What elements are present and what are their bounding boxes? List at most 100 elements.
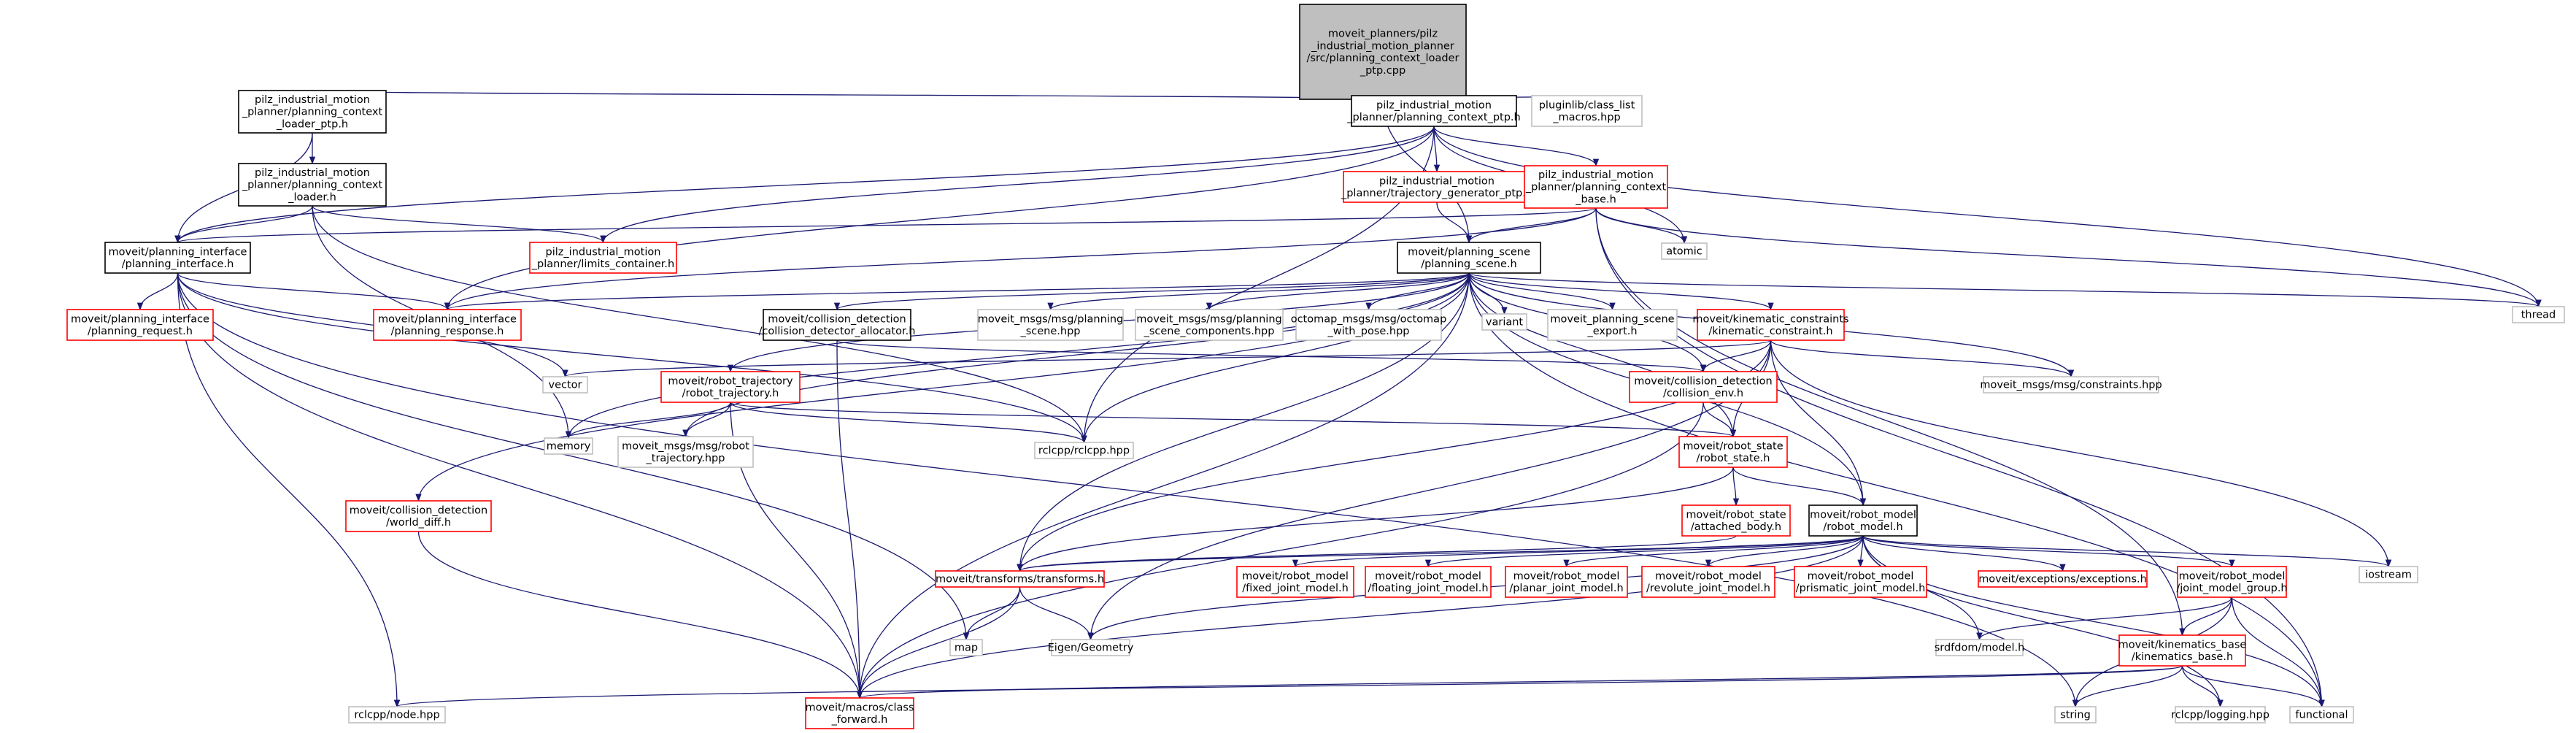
graph-node-planning-interface[interactable]: moveit/planning_interface/planning_inter… [104,242,251,274]
node-label-line: moveit/robot_model [1655,570,1762,582]
graph-node-planar-joint[interactable]: moveit/robot_model/planar_joint_model.h [1505,566,1628,598]
graph-node-vector[interactable]: vector [542,376,588,394]
node-box [1983,376,2159,394]
node-label-line: moveit/planning_interface [71,313,209,325]
edge-kinematic_constraint-to-msg_constraints [1770,339,2075,378]
edge-ctx_base_h-to-thread [1595,207,2542,308]
graph-node-thread[interactable]: thread [2512,306,2565,323]
graph-node-joint-model-group[interactable]: moveit/robot_model/joint_model_group.h [2176,566,2288,598]
node-label-line: memory [547,441,591,453]
node-label-line: /joint_model_group.h [2176,583,2287,594]
node-label-line: srdfdom/model.h [1935,642,2025,654]
node-label-line: /revolute_joint_model.h [1646,583,1770,594]
graph-node-world-diff[interactable]: moveit/collision_detection/world_diff.h [345,500,492,532]
node-label-line: moveit/transforms/transforms.h [936,574,1104,586]
node-label-line: /robot_state.h [1697,453,1770,464]
graph-node-robot-trajectory[interactable]: moveit/robot_trajectory/robot_trajectory… [660,371,801,403]
edge-robot_model-to-fixed_joint [1292,535,1864,568]
graph-node-robot-state[interactable]: moveit/robot_state/robot_state.h [1678,436,1788,468]
node-box [1641,566,1775,598]
edge-transforms-to-map [963,586,1021,641]
graph-node-class-list-macros[interactable]: pluginlib/class_list_macros.hpp [1531,95,1643,127]
node-box [1351,95,1517,127]
edge-planning_scene-to-functional [1468,272,2325,708]
graph-node-collision-env[interactable]: moveit/collision_detection/collision_env… [1629,371,1778,403]
graph-node-memory[interactable]: memory [544,437,593,455]
node-label-line: _planner/trajectory_generator_ptp.h [1341,188,1532,199]
graph-node-eigen-geometry[interactable]: Eigen/Geometry [1048,639,1134,656]
graph-node-revolute-joint[interactable]: moveit/robot_model/revolute_joint_model.… [1641,566,1775,598]
graph-node-collision-detector-allocator[interactable]: moveit/collision_detection/collision_det… [759,309,916,341]
graph-node-planning-response[interactable]: moveit/planning_interface/planning_respo… [373,309,522,341]
edge-robot_model-to-functional [1862,535,2325,708]
graph-node-kinematics-base[interactable]: moveit/kinematics_base/kinematics_base.h [2118,634,2247,667]
node-label-line: moveit/robot_model [1808,570,1914,582]
edge-kinematic_constraint-to-iostream [1770,339,2392,568]
graph-node-msg-planning-scene-components[interactable]: moveit_msgs/msg/planning_scene_component… [1135,309,1284,341]
graph-node-limits-container[interactable]: pilz_industrial_motion_planner/limits_co… [529,242,677,274]
graph-node-map[interactable]: map [949,639,983,656]
graph-node-variant[interactable]: variant [1481,313,1527,331]
graph-node-planning-scene[interactable]: moveit/planning_scene/planning_scene.h [1397,242,1541,274]
edge-kinematics_base-to-rclcpp_mode [394,665,2183,708]
node-box [544,437,593,455]
edge-planning_scene-to-variant [1468,272,1508,315]
graph-node-planning-request[interactable]: moveit/planning_interface/planning_reque… [66,309,214,341]
node-label-line: map [955,642,978,654]
graph-node-root[interactable]: moveit_planners/pilz_industrial_motion_p… [1299,4,1467,100]
edge-planning_interface-to-planning_request [136,272,179,311]
graph-node-atomic[interactable]: atomic [1661,242,1708,260]
node-box [1481,313,1527,331]
graph-node-class-forward[interactable]: moveit/macros/class_forward.h [805,697,914,729]
graph-node-ctx-base-h[interactable]: pilz_industrial_motion_planner/planning_… [1524,165,1668,209]
node-box [977,309,1124,341]
node-box [1397,242,1541,274]
graph-node-iostream[interactable]: iostream [2359,566,2418,583]
node-box [2359,566,2418,583]
graph-node-srdfdom-model[interactable]: srdfdom/model.h [1935,639,2025,656]
graph-node-msg-robot-trajectory[interactable]: moveit_msgs/msg/robot_trajectory.hpp [617,436,754,468]
node-box [2175,706,2266,724]
graph-node-rclcpp-mode[interactable]: rclcpp/node.hpp [348,706,446,724]
graph-node-functional[interactable]: functional [2289,706,2354,724]
edge-ctx_base_h-to-functional [1595,207,2325,708]
graph-node-msg-constraints[interactable]: moveit_msgs/msg/constraints.hpp [1980,376,2162,394]
node-label-line: moveit/robot_state [1686,509,1786,521]
edge-world_diff-to-class_forward [417,531,863,699]
edge-ctx_base_h-to-atomic [1595,207,1688,245]
node-label-line: /world_diff.h [386,517,451,529]
graph-node-msg-planning-scene[interactable]: moveit_msgs/msg/planning_scene.hpp [977,309,1124,341]
graph-node-traj-gen-ptp[interactable]: pilz_industrial_motion_planner/trajector… [1341,171,1532,203]
graph-node-floating-joint[interactable]: moveit/robot_model/floating_joint_model.… [1365,566,1492,598]
edge-kinematics_base-to-string [2072,665,2183,708]
graph-node-ctx-loader-ptp-h[interactable]: pilz_industrial_motion_planner/planning_… [238,90,387,134]
node-box [1236,566,1354,598]
node-label-line: /collision_env.h [1663,388,1743,399]
graph-node-ctx-ptp-h[interactable]: pilz_industrial_motion_planner/planning_… [1346,95,1521,127]
graph-node-fixed-joint[interactable]: moveit/robot_model/fixed_joint_model.h [1236,566,1354,598]
edge-ctx_ptp_h-to-planning_interface [174,126,1435,244]
graph-node-ctx-loader-h[interactable]: pilz_industrial_motion_planner/planning_… [238,163,387,207]
node-label-line: pilz_industrial_motion [1376,99,1492,111]
graph-node-attached-body[interactable]: moveit/robot_state/attached_body.h [1681,504,1791,537]
node-label-line: /planar_joint_model.h [1509,583,1623,594]
graph-node-transforms[interactable]: moveit/transforms/transforms.h [935,570,1105,588]
graph-node-string[interactable]: string [2054,706,2097,724]
graph-node-prismatic-joint[interactable]: moveit/robot_model/prismatic_joint_model… [1794,566,1927,598]
node-box [949,639,983,656]
edge-transforms-to-class_forward [856,586,1021,699]
graph-node-robot-model[interactable]: moveit/robot_model/robot_model.h [1808,504,1918,537]
node-box [1808,504,1918,537]
graph-node-exceptions[interactable]: moveit/exceptions/exceptions.h [1978,570,2148,588]
node-label-line: _ptp.cpp [1360,65,1405,77]
edge-robot_trajectory-to-msg_robot_trajectory [682,402,731,438]
edge-robot_model-to-exceptions [1862,535,2066,572]
node-box [2512,306,2565,323]
node-box [373,309,522,341]
graph-node-rclcpp-logging[interactable]: rclcpp/logging.hpp [2171,706,2270,724]
graph-node-rclcpp-hpp[interactable]: rclcpp/rclcpp.hpp [1034,442,1134,459]
graph-node-kinematic-constraint[interactable]: moveit/kinematic_constraints/kinematic_c… [1692,309,1849,341]
edge-planning_scene-to-robot_state [1468,272,1737,438]
graph-node-octomap-with-pose[interactable]: octomap_msgs/msg/octomap_with_pose.hpp [1291,309,1447,341]
graph-node-planning-scene-export[interactable]: moveit_planning_scene_export.h [1547,309,1678,341]
